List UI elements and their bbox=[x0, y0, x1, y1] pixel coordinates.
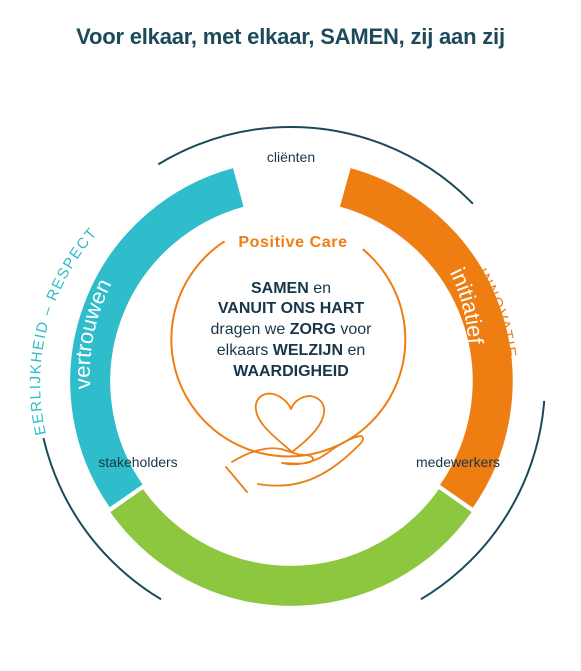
inner-orange-ring bbox=[170, 240, 407, 458]
group-label-right: medewerkers bbox=[416, 454, 500, 470]
group-label-left: stakeholders bbox=[98, 454, 177, 470]
core-line-1: SAMEN en bbox=[251, 280, 331, 297]
ring-gap-left bbox=[33, 160, 161, 439]
group-label-top: cliënten bbox=[267, 149, 315, 165]
pillar-arc-green bbox=[110, 488, 472, 606]
heart-hand-icon bbox=[225, 392, 364, 493]
pillar-arc-teal bbox=[70, 168, 244, 508]
hand-icon bbox=[231, 435, 364, 487]
ring-gap-bottom bbox=[159, 594, 423, 638]
heart-icon bbox=[254, 392, 325, 453]
hand-cuff-icon bbox=[225, 466, 248, 493]
ring-gap-right bbox=[469, 201, 550, 402]
page-title: Voor elkaar, met elkaar, SAMEN, zij aan … bbox=[76, 24, 505, 49]
core-heading: Positive Care bbox=[238, 234, 347, 251]
core-line-4: elkaars WELZIJN en bbox=[217, 342, 366, 359]
core-statement: SAMEN en VANUIT ONS HART dragen we ZORG … bbox=[211, 280, 373, 380]
pillar-arc-orange bbox=[339, 168, 513, 508]
core-line-2: VANUIT ONS HART bbox=[218, 300, 365, 317]
core-line-3: dragen we ZORG voor bbox=[211, 321, 373, 338]
core-line-5: WAARDIGHEID bbox=[233, 363, 349, 380]
